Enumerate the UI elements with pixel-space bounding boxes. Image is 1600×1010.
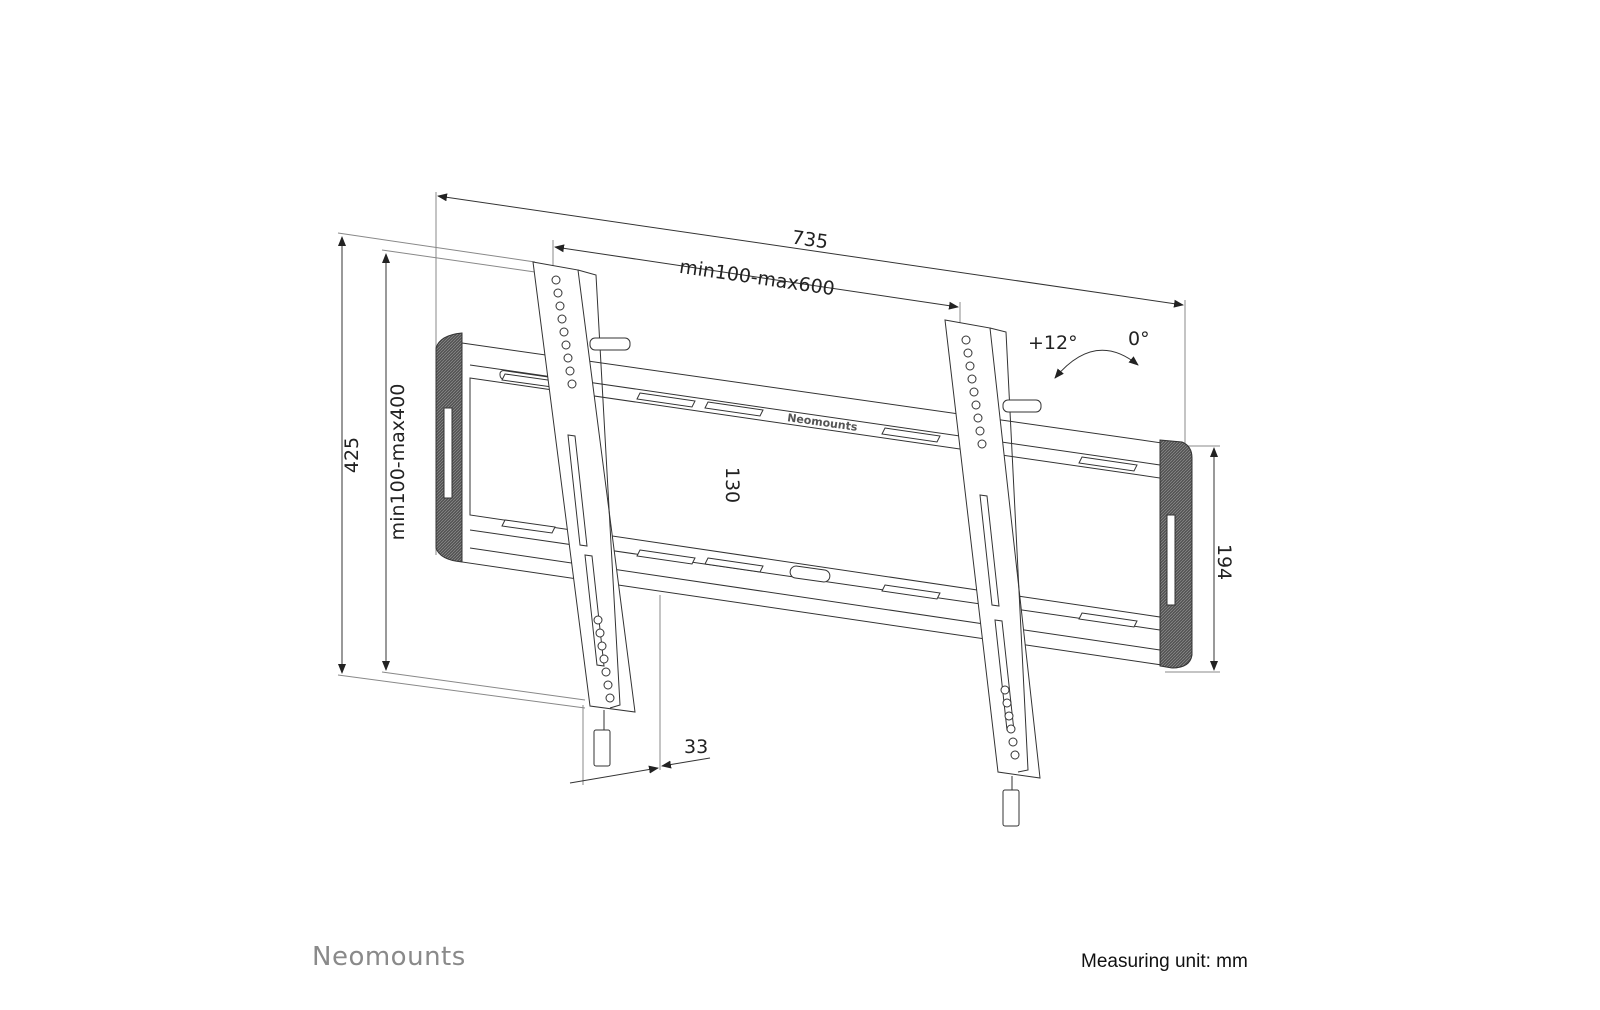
tilt-arrow <box>1054 349 1139 379</box>
left-vertical-bracket <box>532 261 636 767</box>
dim-vesa-width: min100-max600 <box>678 256 836 300</box>
tilt-min-label: 0° <box>1128 328 1150 350</box>
dim-vesa-height: min100-max400 <box>387 384 409 541</box>
tilt-max-label: +12° <box>1028 332 1078 354</box>
measuring-unit: Measuring unit: mm <box>1081 951 1248 972</box>
right-end-cap <box>1159 439 1193 669</box>
brand-logo: Neomounts <box>312 942 466 972</box>
dim-rail-gap: 130 <box>721 467 743 503</box>
dim-rail-height: 194 <box>1213 544 1235 580</box>
dim-total-height: 425 <box>341 437 363 473</box>
dim-depth: 33 <box>684 736 708 758</box>
rail-slots <box>501 373 1138 628</box>
dim-total-width: 735 <box>790 226 829 253</box>
right-vertical-bracket <box>944 319 1042 827</box>
